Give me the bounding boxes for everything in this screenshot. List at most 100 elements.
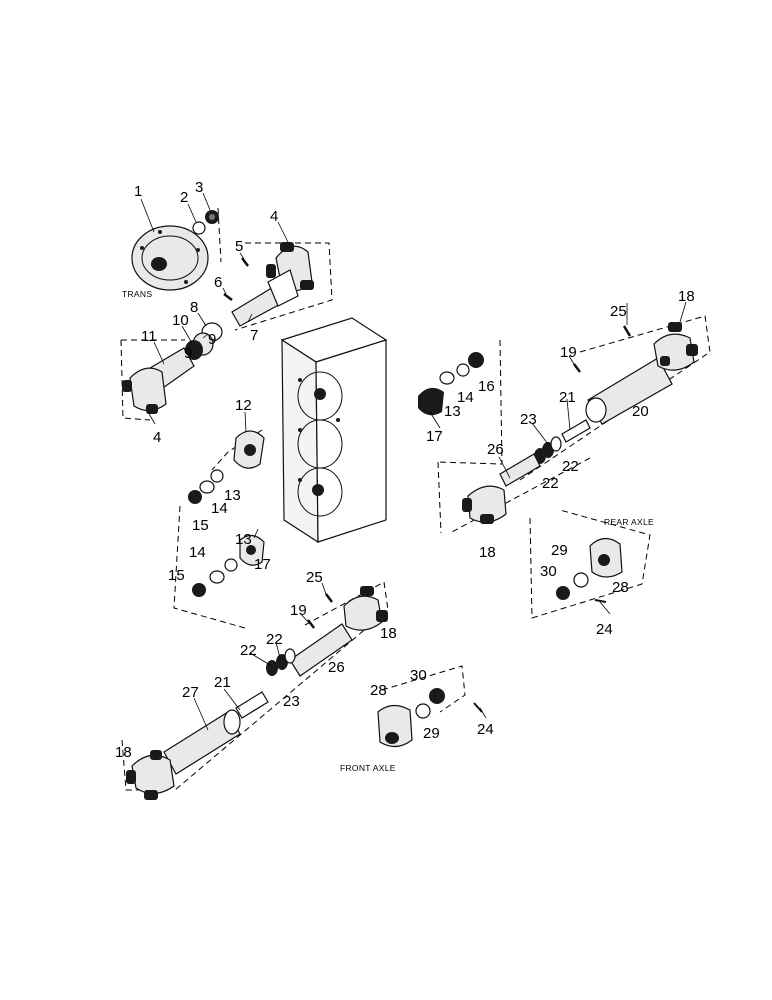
callout-29: 29 [423,725,440,742]
callout-29: 29 [551,542,568,559]
callout-30: 30 [540,563,557,580]
callout-9: 9 [208,331,216,348]
rear-axle-yoke [589,537,623,578]
callout-4: 4 [270,208,278,225]
nut [556,586,570,600]
washer [456,363,470,377]
spline-shaft [235,691,269,719]
bolt [622,325,632,337]
callout-23: 23 [283,693,300,710]
callout-26: 26 [487,441,504,458]
callout-16: 16 [478,378,495,395]
callout-9: 9 [184,345,192,362]
cotter-pin [594,599,607,603]
callout-13: 13 [235,531,252,548]
bolt [325,593,333,603]
bolt [573,363,581,373]
callout-19: 19 [290,602,307,619]
callout-22: 22 [240,642,257,659]
callout-21: 21 [559,389,576,406]
seal-washer [185,340,203,360]
callout-20: 20 [632,403,649,420]
callout-1: 1 [134,183,142,200]
callout-19: 19 [560,344,577,361]
slip-yoke-shaft [462,453,541,524]
callout-13: 13 [444,403,461,420]
callout-24: 24 [477,721,494,738]
callout-28: 28 [370,682,387,699]
callout-7: 7 [250,327,258,344]
spline-seal-rings [266,648,296,676]
callout-4: 4 [153,429,161,446]
cotter-pin [473,702,483,713]
callout-14: 14 [457,389,474,406]
trans-label: TRANS [122,289,152,299]
washer [224,558,238,572]
companion-flange [233,430,265,469]
callout-25: 25 [306,569,323,586]
callout-2: 2 [180,189,188,206]
spline-shaft [561,419,591,443]
callout-21: 21 [214,674,231,691]
callout-18: 18 [479,544,496,561]
slip-yoke-shaft [231,269,299,327]
bolt [307,619,315,629]
callout-18: 18 [380,625,397,642]
nut [188,490,202,504]
callout-12: 12 [235,397,252,414]
callout-26: 26 [328,659,345,676]
callout-14: 14 [211,500,228,517]
front-axle-label: FRONT AXLE [340,763,396,773]
washer [573,572,589,588]
rear-propeller-shaft [585,322,698,425]
bolt [241,257,249,267]
washer [199,480,215,494]
callout-23: 23 [520,411,537,428]
washer [192,221,206,235]
transmission-flange [131,225,209,291]
companion-flange [418,387,444,416]
rear-axle-label: REAR AXLE [604,517,654,527]
front-axle-yoke [377,704,413,748]
callout-18: 18 [115,744,132,761]
callout-22: 22 [266,631,283,648]
washer [415,703,431,719]
front-slip-yoke-shaft [289,586,388,677]
callout-5: 5 [235,238,243,255]
nut [429,688,445,704]
washer [210,469,224,483]
callout-25: 25 [610,303,627,320]
callout-27: 27 [182,684,199,701]
callout-15: 15 [168,567,185,584]
nut [468,352,484,368]
callout-17: 17 [254,556,271,573]
callout-24: 24 [596,621,613,638]
callout-28: 28 [612,579,629,596]
callout-3: 3 [195,179,203,196]
callout-22: 22 [562,458,579,475]
nut [192,583,206,597]
callout-22: 22 [542,475,559,492]
callout-11: 11 [141,328,157,345]
callout-6: 6 [214,274,222,291]
callout-10: 10 [172,312,189,329]
companion-flange [239,534,265,566]
assembly-lines [120,207,711,791]
callout-30: 30 [410,667,427,684]
transfer-case-housing [280,317,388,544]
callout-8: 8 [190,299,198,316]
washer [209,570,225,584]
nut [205,210,219,224]
callout-numbers: 1 2 3 4 5 6 7 8 10 9 9 11 4 12 13 14 15 … [115,179,695,761]
callout-17: 17 [426,428,443,445]
callout-14: 14 [189,544,206,561]
callout-18: 18 [678,288,695,305]
callout-15: 15 [192,517,209,534]
spline-seal-rings [534,436,562,464]
callout-13: 13 [224,487,241,504]
bolt [223,293,233,301]
propeller-shaft-tube [122,347,195,414]
front-propeller-shaft [126,709,241,800]
washer [439,371,455,385]
